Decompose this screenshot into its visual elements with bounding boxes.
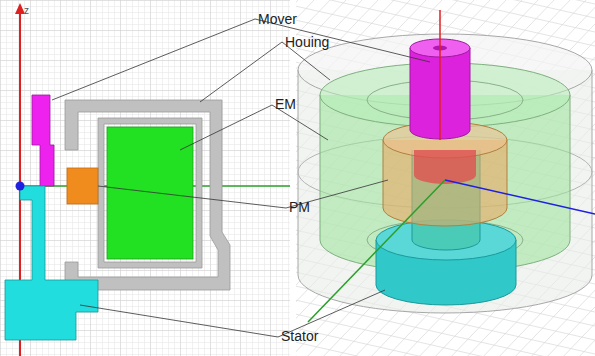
grid-line: [296, 0, 595, 356]
part-label: PM: [289, 200, 310, 214]
mover-section: [32, 95, 54, 186]
grid-line: [296, 0, 595, 356]
grid-line: [296, 0, 595, 356]
leader-lines: [52, 19, 430, 337]
part-label: EM: [275, 97, 296, 111]
grid-line: [593, 0, 595, 356]
grid-line: [296, 334, 595, 356]
part-label: Houing: [285, 35, 329, 49]
part-label: Mover: [258, 12, 297, 26]
grid-line: [296, 0, 595, 356]
arrow-head: [15, 3, 25, 14]
grid-line: [296, 0, 595, 356]
grid-line: [296, 0, 595, 356]
grid-line: [296, 0, 595, 356]
stator-section: [5, 186, 98, 340]
em-coil: [107, 127, 193, 259]
grid-line: [296, 306, 595, 356]
grid-line: [296, 0, 595, 356]
grid-line: [296, 0, 595, 356]
3d-model: [298, 10, 595, 322]
grid: [296, 0, 595, 356]
origin-dot: [16, 182, 25, 191]
housing-section: [65, 100, 230, 290]
grid: [0, 0, 290, 356]
grid-line: [296, 0, 595, 356]
grid-line: [296, 0, 595, 356]
permanent-magnet: [67, 168, 98, 204]
grid-line: [296, 0, 595, 356]
grid-line: [296, 0, 595, 356]
axis-label: z: [24, 6, 29, 16]
part-label: Stator: [281, 329, 318, 343]
